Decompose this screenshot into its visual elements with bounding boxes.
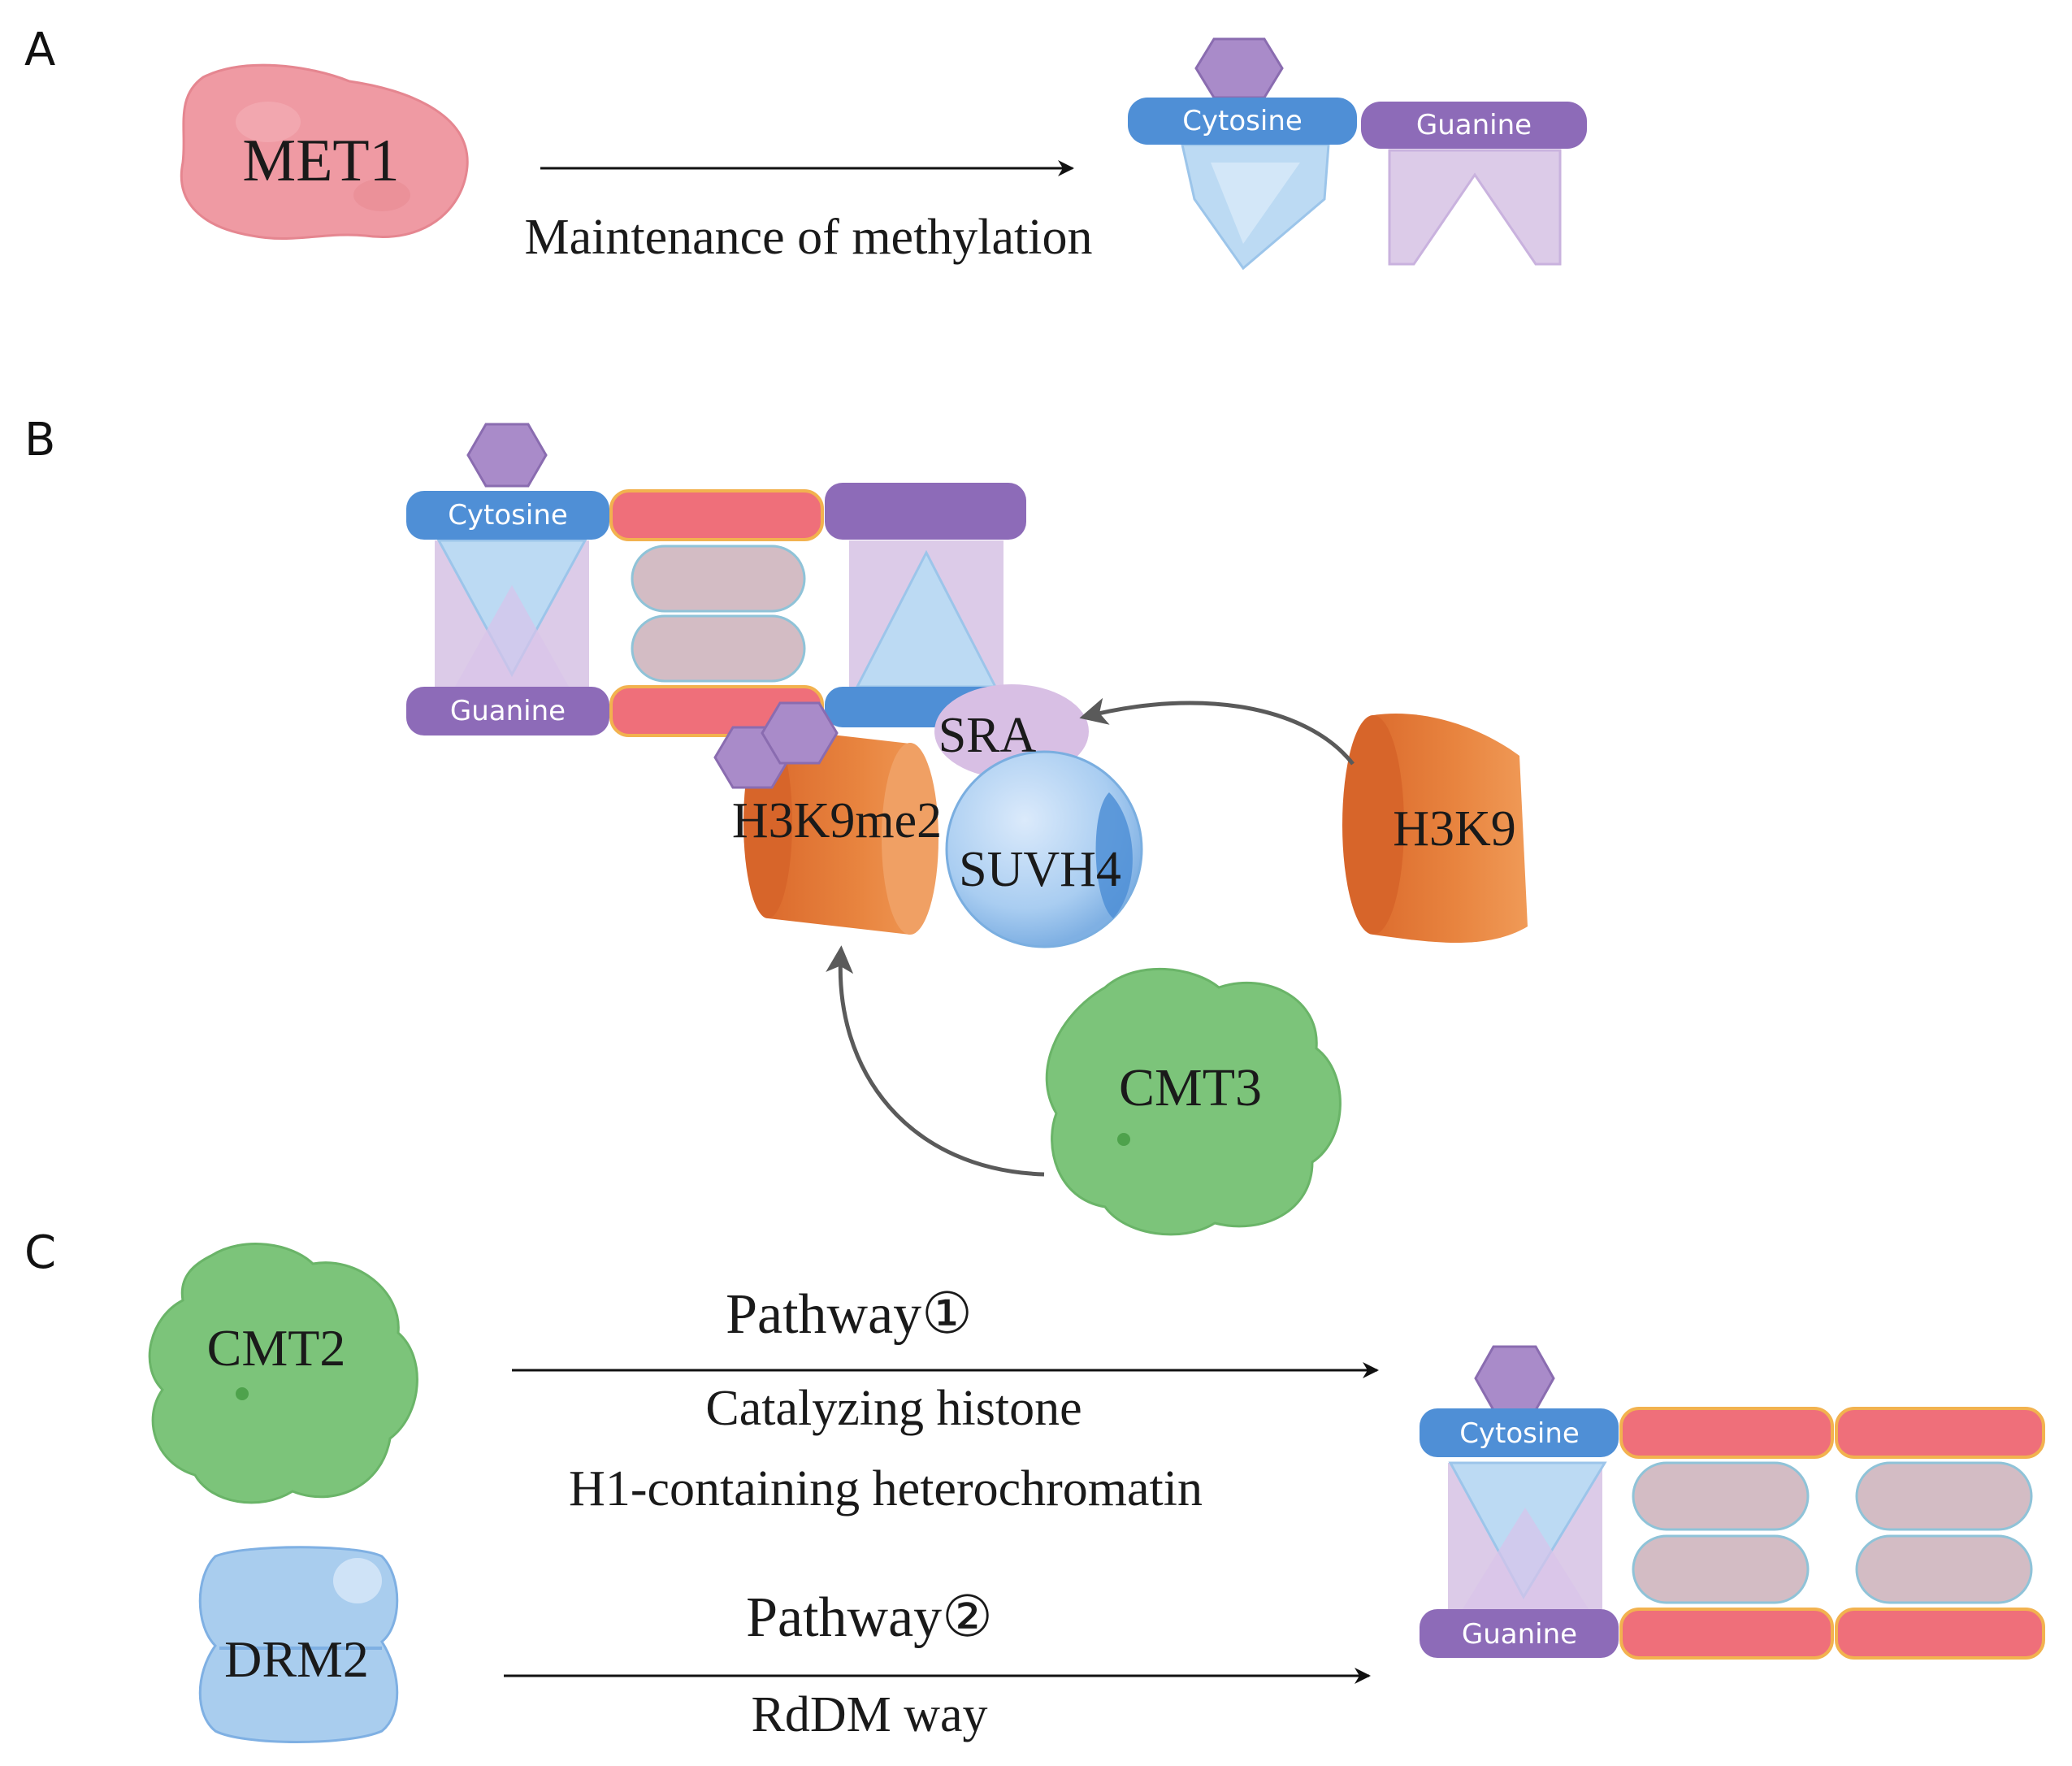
cytosine-bar bbox=[1420, 1408, 1619, 1457]
cytosine-label: Cytosine bbox=[1182, 105, 1303, 137]
cmt2-protein: CMT2 bbox=[148, 1243, 418, 1504]
cytosine-label: Cytosine bbox=[448, 499, 568, 532]
h3k9-histone: H3K9 bbox=[1342, 714, 1528, 943]
guanine-bar bbox=[825, 483, 1026, 540]
histone-bar bbox=[1619, 1608, 1834, 1660]
panel-a-letter: A bbox=[24, 24, 55, 76]
guanine-bar bbox=[1420, 1609, 1619, 1658]
guanine-bar bbox=[406, 687, 609, 735]
pathway2-line1: RdDM way bbox=[751, 1687, 987, 1742]
pathway2-label: Pathway② bbox=[746, 1586, 993, 1649]
histone-bar bbox=[1835, 1608, 2045, 1660]
guanine-label: Guanine bbox=[1416, 109, 1532, 141]
h3k9-to-sra-arrow bbox=[1079, 697, 1355, 766]
cmt3-label: CMT3 bbox=[1119, 1058, 1262, 1117]
pathway1-line2: H1-containing heterochromatin bbox=[569, 1461, 1203, 1517]
maintenance-label: Maintenance of methylation bbox=[525, 210, 1093, 265]
met1-protein: MET1 bbox=[180, 63, 469, 241]
cmt2-shape bbox=[148, 1243, 418, 1504]
cmt3-protein: CMT3 bbox=[1045, 967, 1342, 1236]
h3k9-label: H3K9 bbox=[1393, 801, 1516, 857]
chromatin-block-c: Cytosine Guanine bbox=[1420, 1345, 2045, 1660]
suvh4-complex: SRA SUVH4 bbox=[934, 684, 1143, 948]
cytosine-bar bbox=[406, 491, 609, 540]
guanine-bar bbox=[1361, 102, 1587, 149]
histone-bar bbox=[1619, 1407, 1834, 1459]
pathway1-label: Pathway① bbox=[726, 1283, 973, 1346]
methyl-group-icon bbox=[466, 423, 548, 488]
panel-a: A MET1 Maintenance of methylation Cytosi… bbox=[24, 24, 1587, 271]
cytosine-bar bbox=[1128, 98, 1357, 145]
drm2-protein: DRM2 bbox=[198, 1546, 399, 1743]
cmt3-shape bbox=[1045, 967, 1342, 1236]
cmt2-label: CMT2 bbox=[207, 1319, 346, 1377]
histone-bar bbox=[609, 489, 824, 541]
histone-bar bbox=[1835, 1407, 2045, 1459]
panel-c: C CMT2 DRM2 Pathway① Catalyzing histone … bbox=[24, 1226, 2045, 1743]
chromatin-block-b: Cytosine Guanine bbox=[406, 423, 1026, 737]
methylated-cg-pair-a: Cytosine Guanine bbox=[1128, 37, 1587, 271]
pathway1-line1: Catalyzing histone bbox=[705, 1381, 1082, 1436]
methyl-group-icon bbox=[1194, 37, 1284, 99]
drm2-label: DRM2 bbox=[224, 1630, 369, 1688]
h3k9me2-histone: H3K9me2 bbox=[713, 701, 942, 935]
guanine-label: Guanine bbox=[1462, 1618, 1577, 1651]
methyl-group-icon bbox=[761, 701, 839, 765]
panel-b-letter: B bbox=[24, 414, 55, 466]
panel-b: B Cytosine Guanine bbox=[24, 414, 1528, 1236]
cmt3-to-h3k9me2-arrow bbox=[826, 945, 1045, 1177]
panel-c-letter: C bbox=[24, 1226, 56, 1279]
h3k9me2-label: H3K9me2 bbox=[732, 793, 942, 848]
met1-label: MET1 bbox=[242, 128, 399, 194]
suvh4-label: SUVH4 bbox=[959, 842, 1121, 897]
suvh4-sphere bbox=[945, 750, 1143, 948]
sra-label: SRA bbox=[938, 708, 1037, 763]
methyl-group-icon bbox=[1474, 1345, 1555, 1412]
cytosine-label: Cytosine bbox=[1459, 1417, 1580, 1450]
guanine-label: Guanine bbox=[450, 695, 566, 727]
